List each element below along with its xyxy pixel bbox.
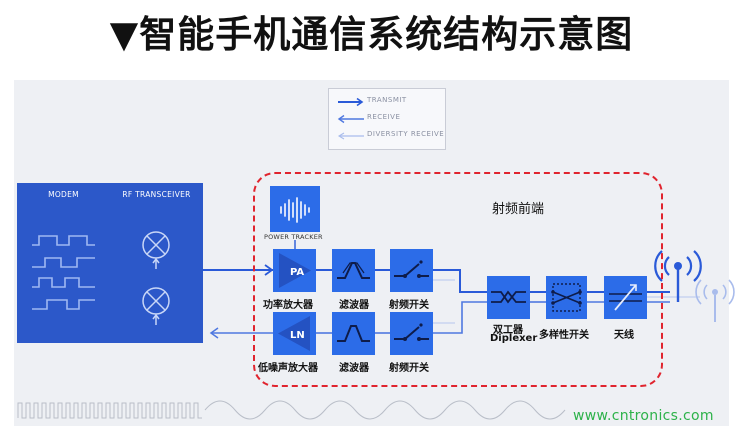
diversity-arrow-icon — [337, 132, 364, 140]
tx-filter-block — [332, 249, 375, 292]
tuner-icon — [609, 284, 642, 311]
rf-transceiver-label: RF TRANSCEIVER — [122, 190, 191, 199]
digital-signal-icon — [32, 235, 95, 310]
diversity-switch-block — [546, 276, 587, 319]
switch-icon — [394, 323, 429, 341]
tx-rf-switch-block — [390, 249, 433, 292]
diplexer-label-en: Diplexer — [490, 333, 538, 344]
crossbar-switch-icon — [551, 283, 582, 312]
page-title: ▼智能手机通信系统结构示意图 — [109, 13, 634, 56]
legend-receive-label: RECEIVE — [367, 113, 401, 121]
legend-diversity: DIVERSITY RECEIVE — [337, 130, 445, 142]
rf-front-end-label: 射频前端 — [492, 202, 545, 217]
filter-icon — [337, 325, 370, 342]
legend: TRANSMIT RECEIVE DIVERSITY RECEIVE — [328, 88, 446, 150]
rx-filter-block — [332, 312, 375, 355]
watermark: www.cntronics.com — [573, 408, 714, 424]
mixer-icon — [142, 231, 170, 325]
power-amplifier-label: 功率放大器 — [263, 300, 313, 311]
antenna-tuner-block — [604, 276, 647, 319]
antenna-icon — [654, 250, 702, 302]
receive-arrow-icon — [337, 114, 364, 124]
power-waveform-icon — [280, 197, 310, 223]
legend-receive: RECEIVE — [337, 113, 441, 125]
diplexer-label-cn: 双工器 — [493, 325, 523, 336]
power-tracker-block — [270, 186, 320, 232]
power-amplifier-block: PA — [273, 249, 316, 292]
amplifier-triangle-icon: PA — [279, 253, 311, 288]
diversity-antenna-icon — [695, 279, 735, 322]
modem-block: MODEM — [17, 183, 110, 343]
legend-transmit-label: TRANSMIT — [367, 96, 407, 104]
rf-transceiver-block: RF TRANSCEIVER — [110, 183, 203, 343]
waveform-decoration — [17, 400, 566, 420]
rx-rf-switch-label: 射频开关 — [389, 363, 429, 374]
tx-filter-label: 滤波器 — [339, 300, 369, 311]
diplexer-block — [487, 276, 530, 319]
pa-text: PA — [290, 267, 304, 278]
tx-rf-switch-label: 射频开关 — [389, 300, 429, 311]
rf-front-end-boundary — [253, 172, 663, 387]
switch-icon — [394, 260, 429, 278]
transmit-arrow-icon — [338, 97, 364, 107]
amplifier-triangle-left-icon: LN — [278, 316, 310, 351]
legend-transmit: TRANSMIT — [337, 96, 441, 108]
rx-filter-label: 滤波器 — [339, 363, 369, 374]
rx-rf-switch-block — [390, 312, 433, 355]
filter-icon — [337, 262, 370, 279]
ln-text: LN — [290, 330, 305, 341]
low-noise-amplifier-block: LN — [273, 312, 316, 355]
antenna-label: 天线 — [614, 330, 634, 341]
diversity-switch-label: 多样性开关 — [539, 330, 589, 341]
diplexer-icon — [491, 290, 526, 304]
legend-diversity-label: DIVERSITY RECEIVE — [367, 130, 445, 138]
power-tracker-label: POWER TRACKER — [264, 233, 323, 241]
low-noise-amplifier-label: 低噪声放大器 — [258, 363, 318, 374]
modem-label: MODEM — [48, 190, 79, 199]
